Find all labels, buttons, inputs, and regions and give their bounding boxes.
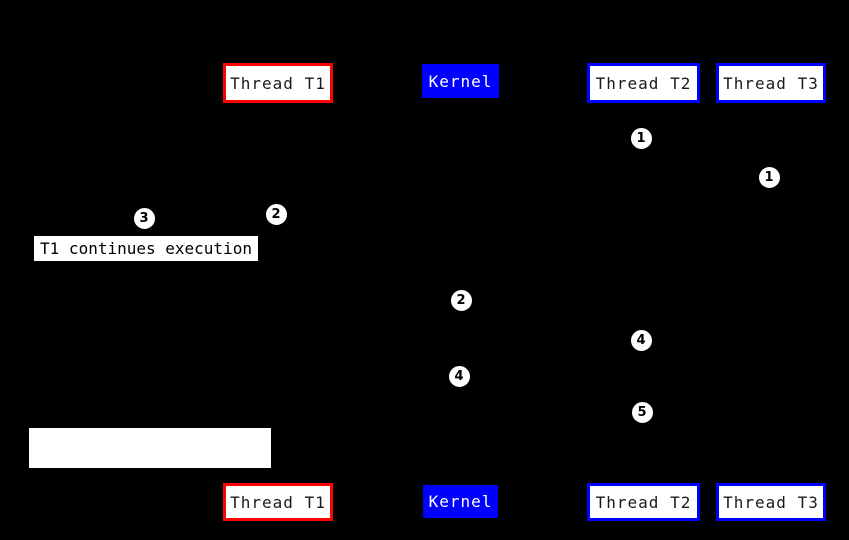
step-badge-4-kernel-line: 4 <box>447 364 471 388</box>
step-badge-5-t2-line: 5 <box>630 400 654 424</box>
thread-t3-top: Thread T3 <box>716 63 826 103</box>
kernel-bottom: Kernel <box>423 485 498 518</box>
t1-continues-label: T1 continues execution <box>34 236 258 261</box>
thread-t2-top: Thread T2 <box>587 63 700 103</box>
step-badge-2-under-t1: 2 <box>264 202 288 226</box>
blank-note-box <box>29 428 271 468</box>
thread-t1-bottom: Thread T1 <box>223 483 333 521</box>
thread-t3-bottom: Thread T3 <box>716 483 826 521</box>
thread-t1-top: Thread T1 <box>223 63 333 103</box>
step-badge-3-left: 3 <box>132 206 156 230</box>
thread-t2-bottom: Thread T2 <box>587 483 700 521</box>
step-badge-4-t2-line: 4 <box>629 328 653 352</box>
kernel-top: Kernel <box>422 64 499 98</box>
step-badge-1-under-t3: 1 <box>757 165 781 189</box>
step-badge-2-kernel-line: 2 <box>449 288 473 312</box>
step-badge-1-under-t2: 1 <box>629 126 653 150</box>
